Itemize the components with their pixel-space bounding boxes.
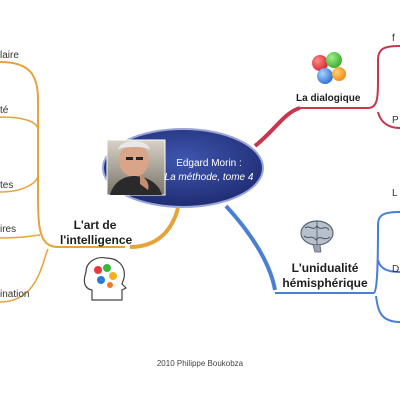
branch-art-line1: L'art de bbox=[73, 218, 117, 232]
right-leaf-1: f bbox=[392, 33, 395, 44]
brain-icon bbox=[300, 220, 334, 253]
central-topic-line2: La méthode, tome 4 bbox=[164, 172, 254, 183]
branch-l-unidualite-hemispherique: L'unidualité hémisphérique bbox=[275, 261, 375, 291]
branch-la-dialogique: La dialogique bbox=[296, 93, 361, 104]
art-branch-line bbox=[129, 207, 180, 249]
head-gears-icon bbox=[83, 257, 128, 301]
branch-art-line2: l'intelligence bbox=[60, 233, 133, 247]
dialogique-branch-line bbox=[253, 106, 301, 148]
dialogique-connector-top bbox=[367, 45, 400, 109]
right-leaf-4: D bbox=[392, 264, 400, 275]
unidualite-branch-line bbox=[224, 204, 277, 291]
branch-art-de-l-intelligence: L'art de l'intelligence bbox=[60, 218, 133, 248]
unidualite-connector-bottom bbox=[375, 295, 400, 323]
leaf-connector-4 bbox=[0, 234, 41, 239]
central-topic-line1: Edgard Morin : bbox=[176, 158, 242, 169]
credit-text: 2010 Philippe Boukobza bbox=[156, 359, 244, 368]
left-leaf-5: ination bbox=[0, 289, 30, 300]
left-leaf-1: laire bbox=[0, 50, 19, 61]
right-leaf-2: P bbox=[392, 115, 399, 126]
unidualite-connector-mid bbox=[377, 259, 400, 273]
leaf-connector-2 bbox=[0, 116, 39, 131]
leaf-connector-5 bbox=[0, 248, 49, 303]
branch-unidualite-line2: hémisphérique bbox=[282, 276, 368, 290]
unidualite-connector-top bbox=[373, 211, 400, 294]
central-topic-title: Edgard Morin : La méthode, tome 4 bbox=[163, 157, 255, 185]
art-trunk bbox=[0, 61, 59, 248]
leaf-connector-3 bbox=[0, 174, 39, 193]
dialogique-connector-bottom bbox=[377, 111, 400, 129]
left-leaf-2: té bbox=[0, 105, 9, 116]
left-leaf-4: ires bbox=[0, 224, 17, 235]
portrait-photo bbox=[106, 139, 166, 196]
right-leaf-3: L bbox=[392, 188, 398, 199]
branch-unidualite-line1: L'unidualité bbox=[291, 261, 359, 275]
bubbles-icon bbox=[312, 52, 346, 84]
left-leaf-3: tes bbox=[0, 180, 14, 191]
